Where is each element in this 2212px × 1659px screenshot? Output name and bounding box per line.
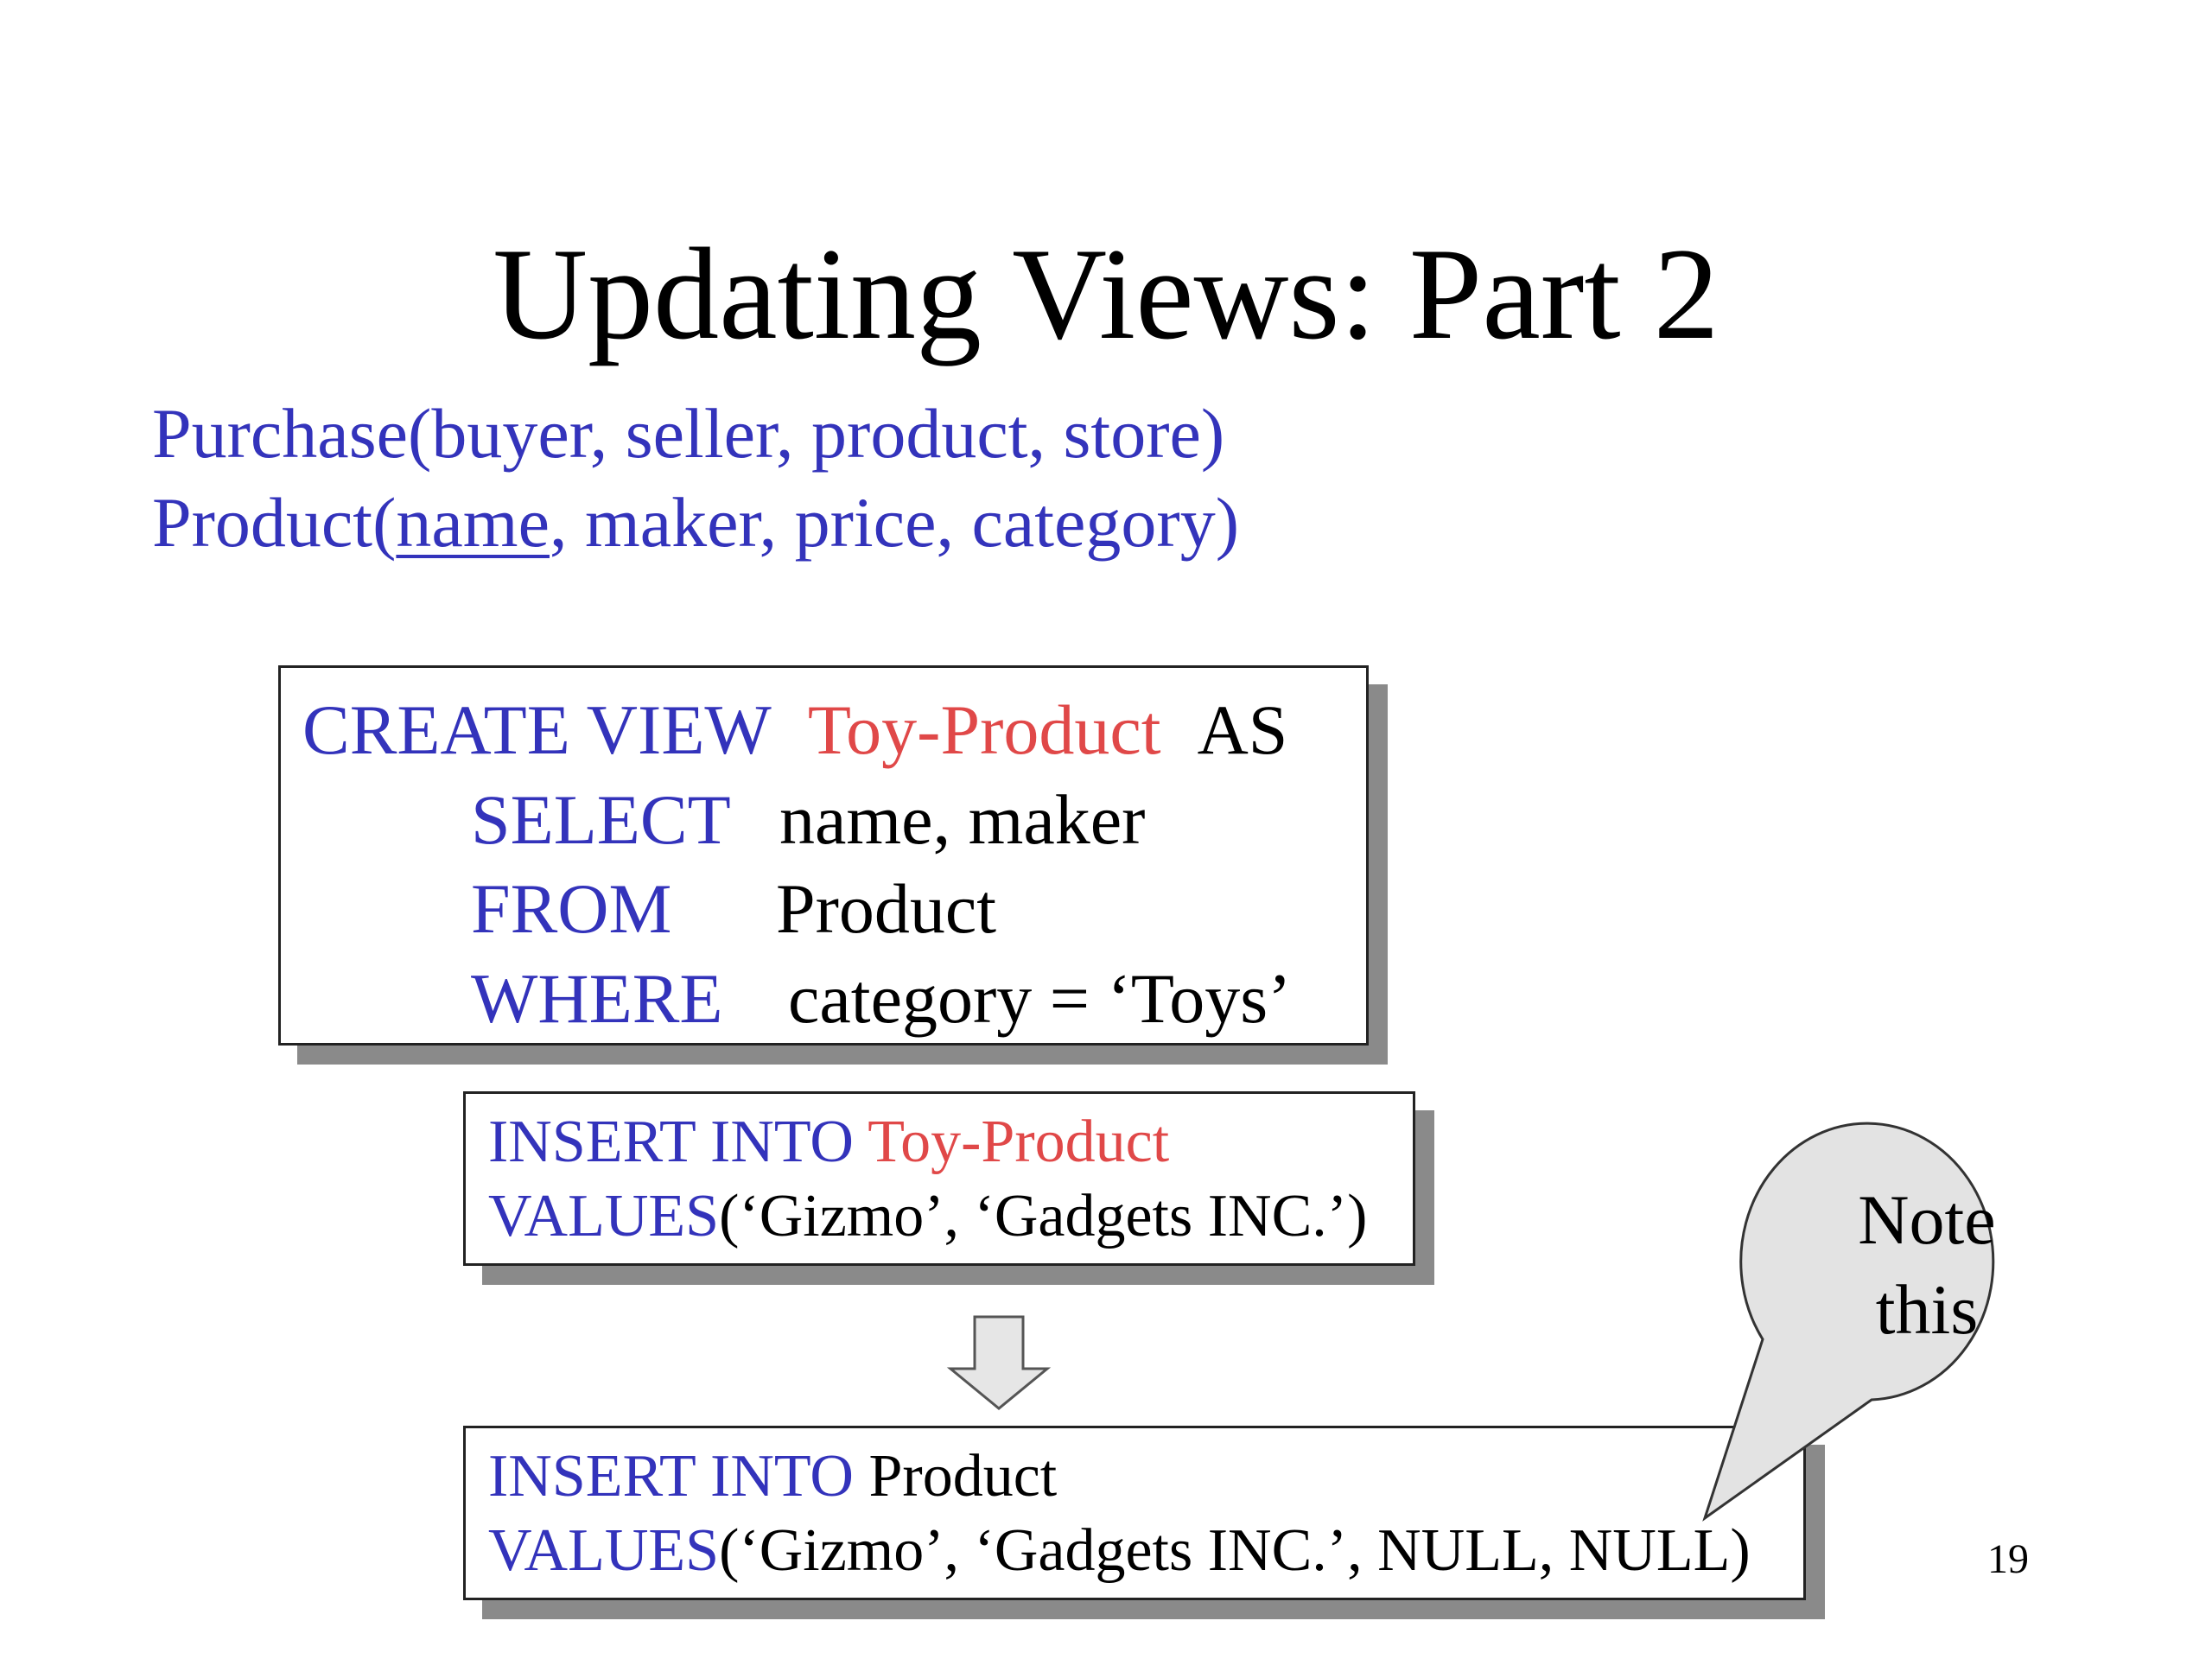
insert-into-keyword: INSERT INTO [488,1109,854,1175]
select-keyword: SELECT [471,780,731,859]
from-keyword: FROM [471,869,672,948]
insert-product-table: Product [868,1443,1058,1510]
where-condition: category = ‘Toys’ [788,959,1292,1038]
create-view-name: Toy-Product [807,690,1161,769]
schema-product-suffix: , maker, price, category) [549,483,1240,562]
schema-product-prefix: Product( [152,483,397,562]
speech-bubble-icon [1702,1122,1995,1522]
values-keyword: VALUES [488,1183,720,1249]
where-keyword: WHERE [471,959,723,1038]
callout-text: Note this [1858,1180,1996,1349]
insert-product-values: (‘Gizmo’, ‘Gadgets INC.’, NULL, NULL) [719,1517,1751,1584]
page-number: 19 [1987,1536,2029,1582]
insert-product-line: INSERT INTO Product [488,1439,1057,1515]
insert-view-box: INSERT INTO Toy-Product VALUES(‘Gizmo’, … [463,1091,1415,1266]
schema-purchase: Purchase(buyer, seller, product, store) [152,394,1225,473]
schema-product-key: name [396,483,550,562]
insert-product-values-line: VALUES(‘Gizmo’, ‘Gadgets INC.’, NULL, NU… [488,1513,1751,1589]
schema-product: Product(name, maker, price, category) [152,480,1239,566]
select-columns: name, maker [779,780,1146,859]
slide-title: Updating Views: Part 2 [493,221,1719,366]
insert-view-values: (‘Gizmo’, ‘Gadgets INC.’) [719,1183,1368,1249]
insert-view-line: INSERT INTO Toy-Product [488,1104,1169,1180]
as-keyword: AS [1197,690,1288,769]
insert-view-values-line: VALUES(‘Gizmo’, ‘Gadgets INC.’) [488,1179,1367,1255]
create-view-box: CREATE VIEW Toy-Product AS SELECT name, ma… [278,665,1369,1046]
values-keyword: VALUES [488,1517,720,1584]
insert-product-box: INSERT INTO Product VALUES(‘Gizmo’, ‘Gad… [463,1426,1806,1600]
insert-into-keyword: INSERT INTO [488,1443,854,1510]
create-view-keyword: CREATE VIEW [302,690,772,769]
from-table: Product [776,869,997,948]
create-view-line: CREATE VIEW Toy-Product AS [302,687,1287,773]
down-arrow-icon [946,1315,1052,1410]
insert-view-name: Toy-Product [868,1109,1170,1175]
